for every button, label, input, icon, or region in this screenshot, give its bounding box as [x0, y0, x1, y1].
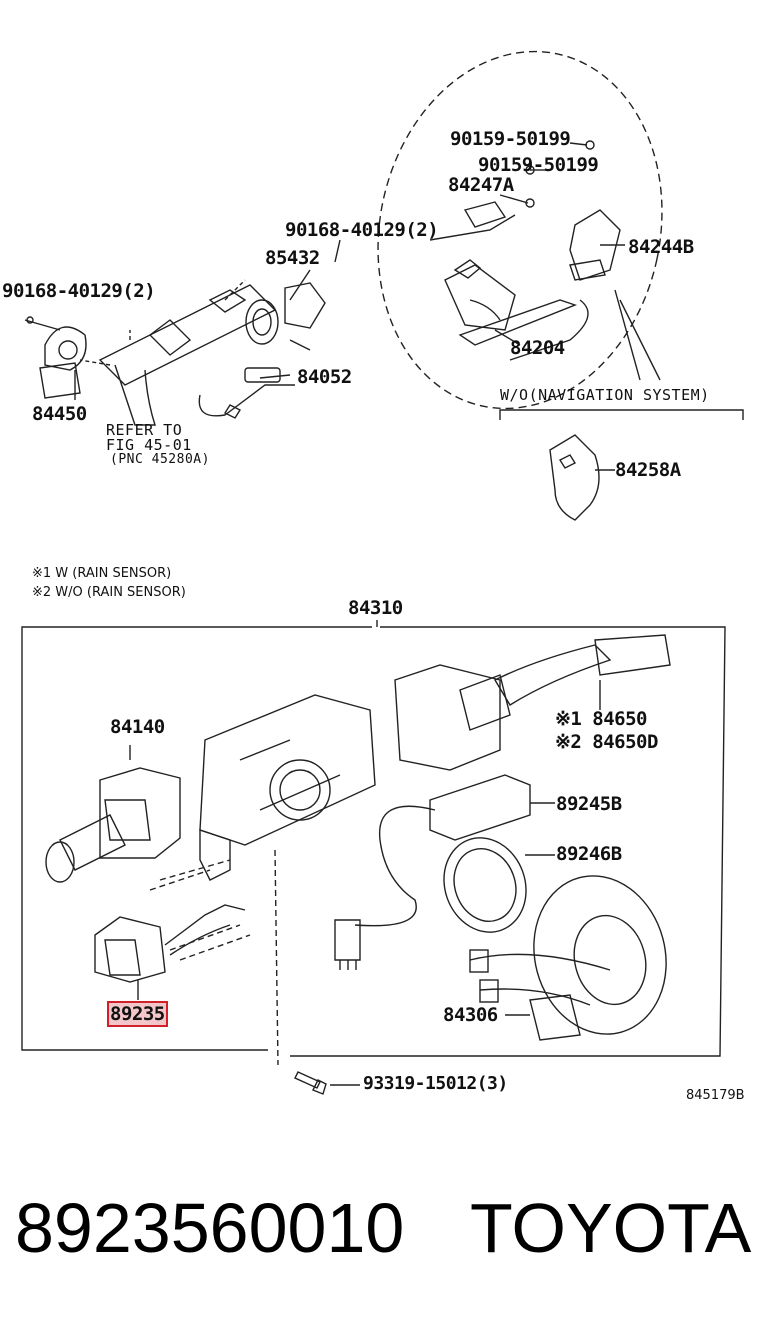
label-84052: 84052	[297, 366, 352, 388]
label-84244B: 84244B	[628, 236, 694, 258]
label-90159-a: 90159-50199	[450, 128, 571, 150]
nav-bracket	[499, 409, 744, 420]
rain-sensor-89235	[94, 904, 246, 1000]
label-84247A: 84247A	[448, 174, 514, 196]
assembly-frame	[21, 626, 726, 1057]
label-90168-left: 90168-40129(2)	[2, 280, 156, 302]
note-rain-sensor-1: ※1 W (RAIN SENSOR)	[32, 566, 172, 581]
assembly-dashed-lines	[149, 849, 279, 1066]
label-84306: 84306	[443, 1004, 498, 1026]
label-84140: 84140	[110, 716, 165, 738]
label-84650D: ※2 84650D	[555, 731, 658, 753]
leader-lines-top	[24, 142, 661, 400]
label-wo-navigation: W/O(NAVIGATION SYSTEM)	[500, 386, 710, 404]
label-90159-b: 90159-50199	[478, 154, 599, 176]
label-90168-top: 90168-40129(2)	[285, 219, 439, 241]
label-84258A: 84258A	[615, 459, 681, 481]
refer-line-1: REFER TO	[106, 421, 183, 439]
wiper-switch-84650	[394, 634, 671, 771]
label-85432: 85432	[265, 247, 320, 269]
label-93319: 93319-15012(3)	[363, 1073, 508, 1094]
label-89235-highlighted: 89235	[107, 1001, 168, 1027]
label-84204: 84204	[510, 337, 565, 359]
lever-switch-84140	[45, 745, 181, 883]
refer-line-2: FIG 45-01	[106, 436, 192, 454]
footer-brand: TOYOTA	[470, 1189, 752, 1267]
note-rain-sensor-2: ※2 W/O (RAIN SENSOR)	[32, 585, 186, 600]
sensor-89245B	[334, 774, 555, 970]
combination-switch-bracket	[199, 694, 376, 881]
label-84310: 84310	[348, 597, 403, 619]
ring-89246B	[443, 837, 555, 933]
label-89245B: 89245B	[556, 793, 622, 815]
label-89246B: 89246B	[556, 843, 622, 865]
refer-line-3: (PNC 45280A)	[110, 452, 210, 467]
figure-code: 845179B	[686, 1088, 745, 1103]
bolt-93319	[294, 1071, 360, 1095]
steering-wheel-outline	[377, 50, 663, 410]
label-84450: 84450	[32, 403, 87, 425]
switch-84258A	[549, 434, 615, 521]
steering-column	[26, 279, 326, 426]
horn-pad-parts	[429, 140, 621, 361]
spiral-cable-84306	[469, 875, 667, 1041]
footer-part-number: 8923560010	[15, 1189, 405, 1267]
label-84650: ※1 84650	[555, 708, 648, 730]
